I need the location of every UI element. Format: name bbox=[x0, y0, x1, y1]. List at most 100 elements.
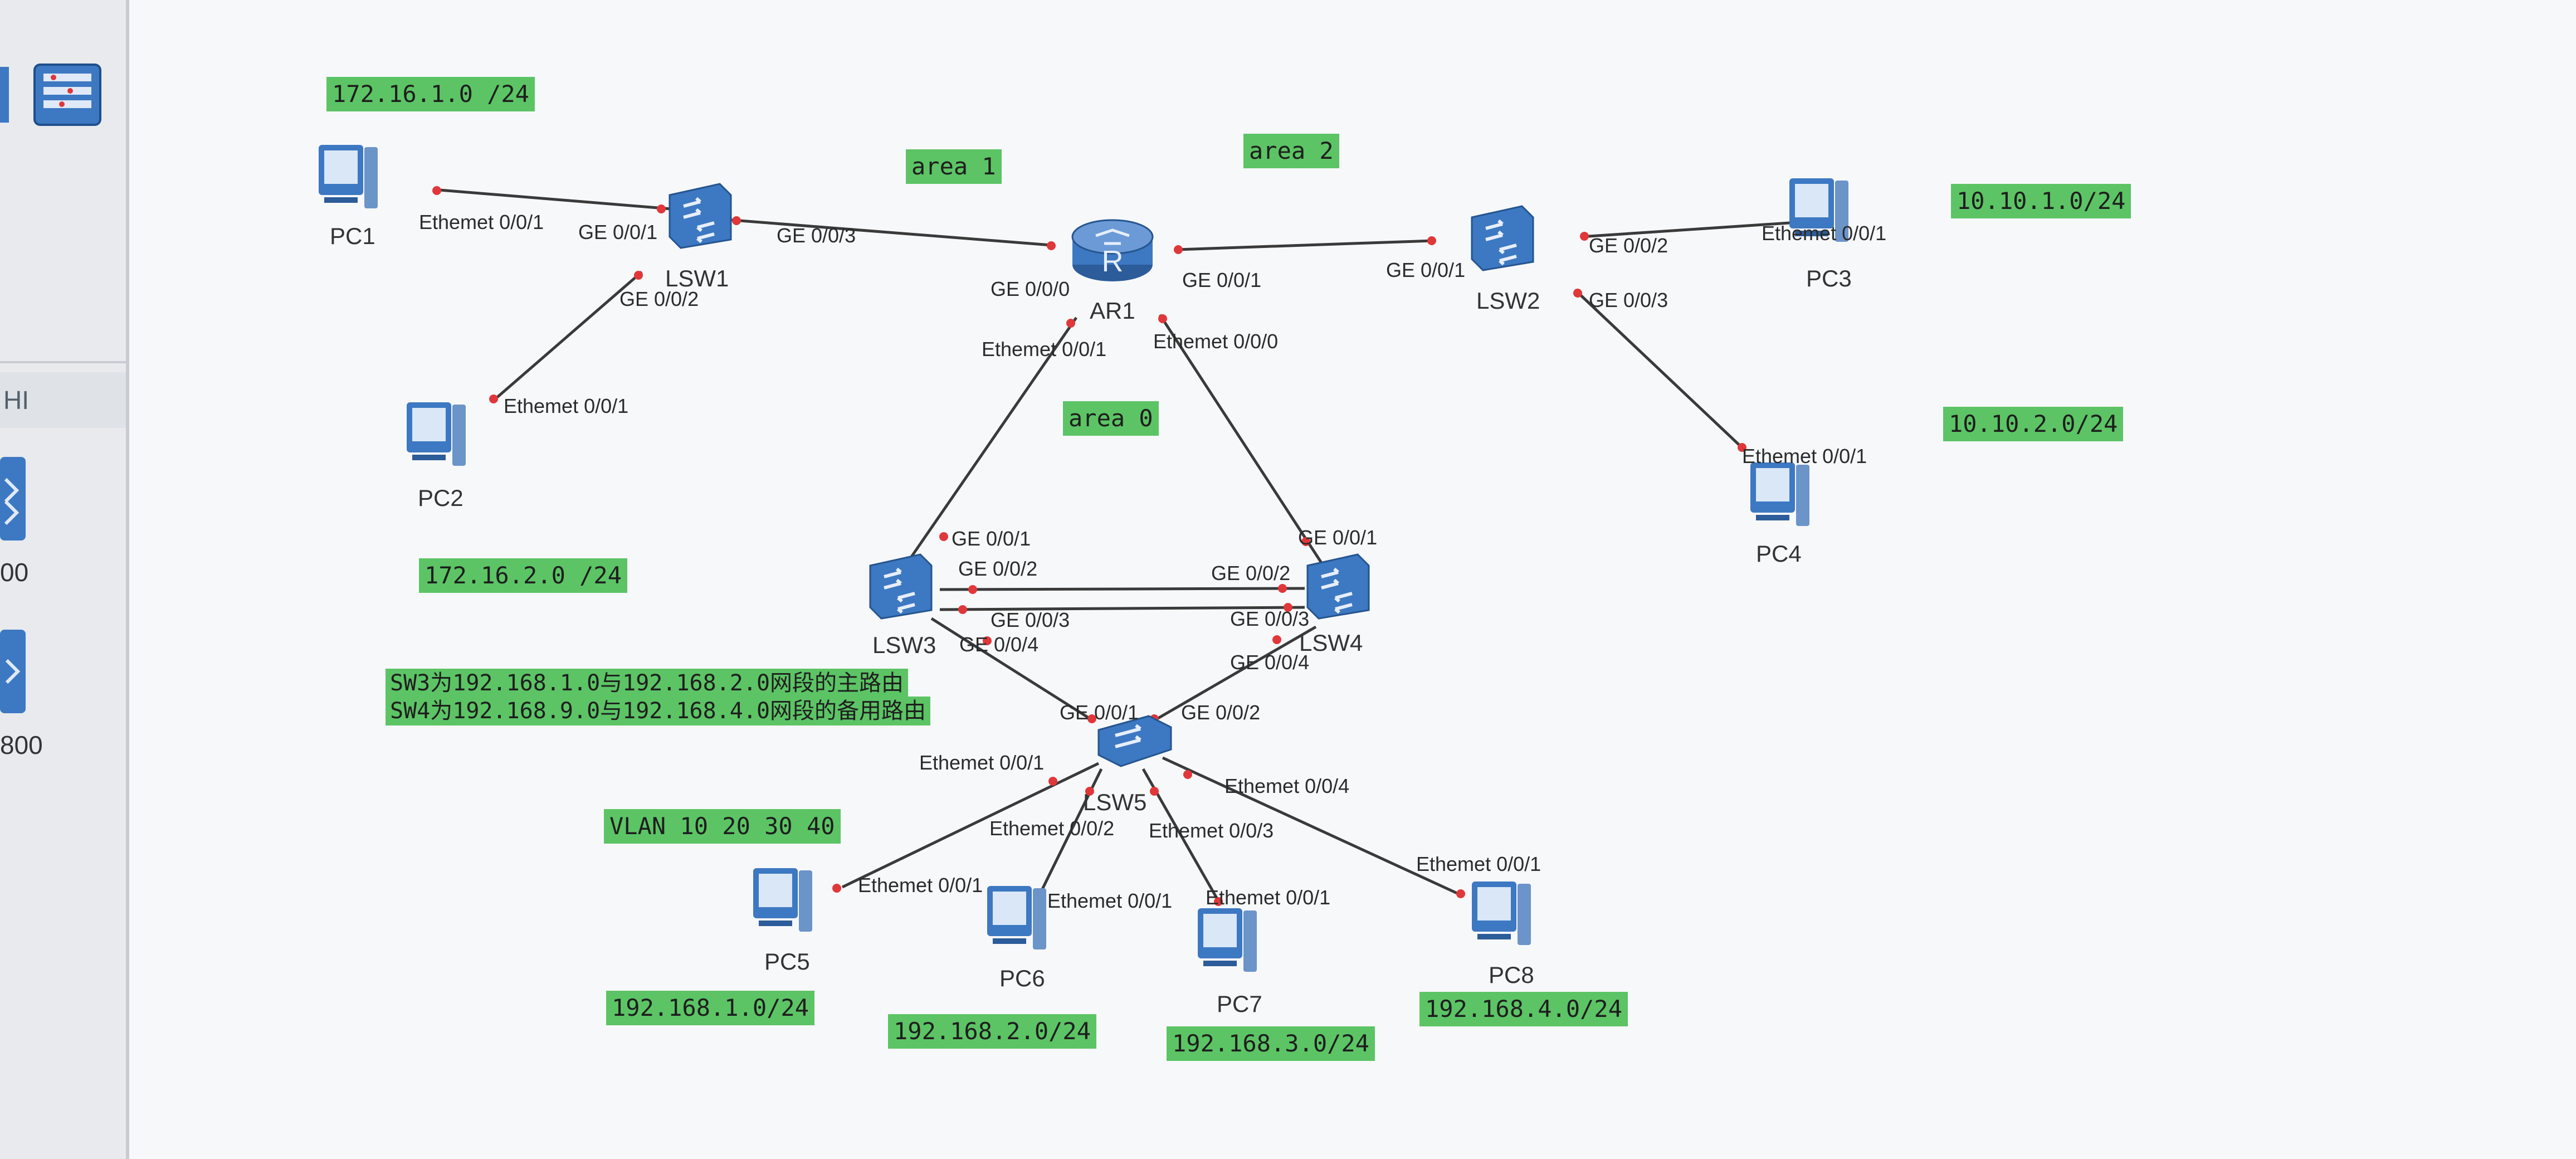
label-net-192-168-1: 192.168.1.0/24 bbox=[606, 991, 815, 1025]
ar1-name: AR1 bbox=[1090, 298, 1135, 324]
pc2-icon[interactable] bbox=[401, 397, 474, 475]
tool-label-00: 00 bbox=[0, 558, 29, 587]
port-lsw5-g001: GE 0/0/1 bbox=[1060, 701, 1139, 724]
pc6-icon[interactable] bbox=[982, 880, 1054, 958]
lsw5-name: LSW5 bbox=[1083, 789, 1147, 815]
label-net-10-10-2: 10.10.2.0/24 bbox=[1943, 407, 2124, 441]
link-ar1-lsw4 bbox=[1158, 314, 1323, 564]
link-pc1-lsw1 bbox=[432, 188, 692, 212]
port-lsw3-g004: GE 0/0/4 bbox=[959, 633, 1039, 656]
port-lsw1-g002: GE 0/0/2 bbox=[619, 288, 699, 310]
pc7-icon[interactable] bbox=[1192, 903, 1265, 981]
port-lsw4-g003: GE 0/0/3 bbox=[1230, 607, 1310, 630]
pc3-name: PC3 bbox=[1806, 265, 1852, 291]
pc1-icon[interactable] bbox=[313, 139, 386, 217]
lsw1-icon[interactable] bbox=[658, 178, 736, 251]
link-ar1-lsw2 bbox=[1176, 239, 1433, 251]
port-ar1-e000: Ethemet 0/0/0 bbox=[1153, 330, 1279, 353]
link-ar1-lsw3 bbox=[908, 316, 1078, 561]
label-net-192-168-3: 192.168.3.0/24 bbox=[1167, 1026, 1375, 1061]
link-lsw1-ar1 bbox=[711, 217, 1052, 247]
link-lsw3-lsw4-a bbox=[939, 587, 1305, 591]
label-area-0: area 0 bbox=[1063, 401, 1159, 436]
pc2-name: PC2 bbox=[418, 485, 464, 511]
port-pc3-e001: Ethemet 0/0/1 bbox=[1762, 222, 1887, 245]
port-ar1-e001: Ethemet 0/0/1 bbox=[982, 338, 1107, 361]
lsw3-icon[interactable] bbox=[859, 549, 937, 621]
link-lsw4-lsw5 bbox=[1156, 625, 1317, 720]
port-ar1-g000: GE 0/0/0 bbox=[991, 277, 1070, 300]
port-lsw2-g003: GE 0/0/3 bbox=[1589, 289, 1668, 311]
pc1-name: PC1 bbox=[330, 223, 375, 249]
lsw4-name: LSW4 bbox=[1299, 630, 1363, 656]
note-sw4-backup-route: SW4为192.168.9.0与192.168.4.0网段的备用路由 bbox=[386, 697, 931, 725]
port-pc5-e001: Ethemet 0/0/1 bbox=[858, 874, 983, 897]
port-lsw1-g003: GE 0/0/3 bbox=[777, 224, 856, 247]
label-vlans: VLAN 10 20 30 40 bbox=[604, 809, 841, 844]
note-sw3-primary-route: SW3为192.168.1.0与192.168.2.0网段的主路由 bbox=[386, 669, 909, 698]
link-lsw2-pc4 bbox=[1574, 289, 1746, 451]
pc4-name: PC4 bbox=[1756, 540, 1802, 567]
port-pc7-e001: Ethemet 0/0/1 bbox=[1206, 886, 1331, 909]
lsw3-name: LSW3 bbox=[872, 632, 936, 658]
tool-label-800: 800 bbox=[0, 731, 43, 759]
lsw2-icon[interactable] bbox=[1461, 201, 1539, 273]
pc7-name: PC7 bbox=[1217, 991, 1262, 1017]
port-lsw3-g001: GE 0/0/1 bbox=[952, 527, 1031, 550]
port-pc2-e001: Ethemet 0/0/1 bbox=[504, 395, 629, 417]
palette-divider bbox=[0, 361, 126, 363]
port-pc4-e001: Ethemet 0/0/1 bbox=[1742, 445, 1867, 468]
port-pc1-e001: Ethemet 0/0/1 bbox=[419, 211, 544, 233]
port-lsw5-e001: Ethemet 0/0/1 bbox=[919, 751, 1045, 774]
pc5-icon[interactable] bbox=[748, 863, 820, 941]
label-net-192-168-4: 192.168.4.0/24 bbox=[1419, 992, 1628, 1026]
svg-text:R: R bbox=[1102, 245, 1124, 278]
link-lsw3-lsw4-b bbox=[939, 606, 1305, 611]
port-pc8-e001: Ethemet 0/0/1 bbox=[1416, 853, 1541, 875]
port-lsw2-g001: GE 0/0/1 bbox=[1386, 259, 1466, 281]
port-lsw4-g004: GE 0/0/4 bbox=[1230, 651, 1310, 674]
switch-tool-icon[interactable] bbox=[0, 457, 28, 540]
label-net-10-10-1: 10.10.1.0/24 bbox=[1951, 184, 2131, 218]
label-area-2: area 2 bbox=[1243, 134, 1339, 168]
link-lsw3-lsw5 bbox=[930, 617, 1091, 720]
ar1-router-icon[interactable]: R bbox=[1065, 209, 1160, 287]
port-lsw4-g001: GE 0/0/1 bbox=[1298, 526, 1378, 549]
partial-tool-icon bbox=[0, 67, 9, 123]
palette-section-header[interactable]: HI bbox=[0, 372, 126, 428]
port-lsw1-g001: GE 0/0/1 bbox=[578, 221, 658, 244]
label-net-172-16-2: 172.16.2.0 /24 bbox=[419, 558, 628, 593]
port-pc6-e001: Ethemet 0/0/1 bbox=[1047, 889, 1173, 912]
lsw4-icon[interactable] bbox=[1296, 549, 1374, 621]
port-lsw3-g002: GE 0/0/2 bbox=[958, 557, 1038, 580]
pc3-icon[interactable] bbox=[1784, 173, 1856, 251]
pc4-icon[interactable] bbox=[1745, 457, 1817, 535]
label-net-172-16-1: 172.16.1.0 /24 bbox=[326, 77, 535, 111]
topology-links bbox=[432, 186, 1809, 906]
device-palette: HI 00 800 bbox=[0, 0, 129, 1159]
pc5-name: PC5 bbox=[764, 948, 810, 975]
label-area-1: area 1 bbox=[906, 149, 1002, 184]
router-group-icon[interactable] bbox=[31, 61, 104, 128]
port-lsw4-g002: GE 0/0/2 bbox=[1211, 562, 1291, 585]
lsw2-name: LSW2 bbox=[1476, 288, 1540, 314]
port-lsw5-e002: Ethemet 0/0/2 bbox=[989, 817, 1115, 840]
port-lsw2-g002: GE 0/0/2 bbox=[1589, 234, 1668, 257]
port-lsw3-g003: GE 0/0/3 bbox=[991, 608, 1070, 631]
port-ar1-g001: GE 0/0/1 bbox=[1182, 269, 1262, 291]
firewall-tool-icon[interactable] bbox=[0, 630, 28, 713]
lsw1-name: LSW1 bbox=[665, 265, 729, 291]
port-lsw5-e003: Ethemet 0/0/3 bbox=[1149, 819, 1274, 842]
pc8-name: PC8 bbox=[1489, 962, 1534, 988]
link-lsw5-pc8 bbox=[1162, 756, 1462, 897]
port-lsw5-e004: Ethemet 0/0/4 bbox=[1224, 775, 1350, 797]
pc6-name: PC6 bbox=[999, 965, 1045, 991]
pc8-icon[interactable] bbox=[1466, 876, 1539, 954]
topology-canvas[interactable]: R PC1 PC2 PC3 PC4 PC5 PC6 PC7 PC8 LSW1 L… bbox=[129, 0, 2576, 1159]
port-lsw5-g002: GE 0/0/2 bbox=[1181, 701, 1261, 724]
link-lsw1-pc2 bbox=[490, 271, 643, 403]
lsw5-icon[interactable] bbox=[1093, 708, 1177, 775]
label-net-192-168-2: 192.168.2.0/24 bbox=[888, 1014, 1097, 1049]
link-lsw2-pc3 bbox=[1580, 220, 1807, 238]
